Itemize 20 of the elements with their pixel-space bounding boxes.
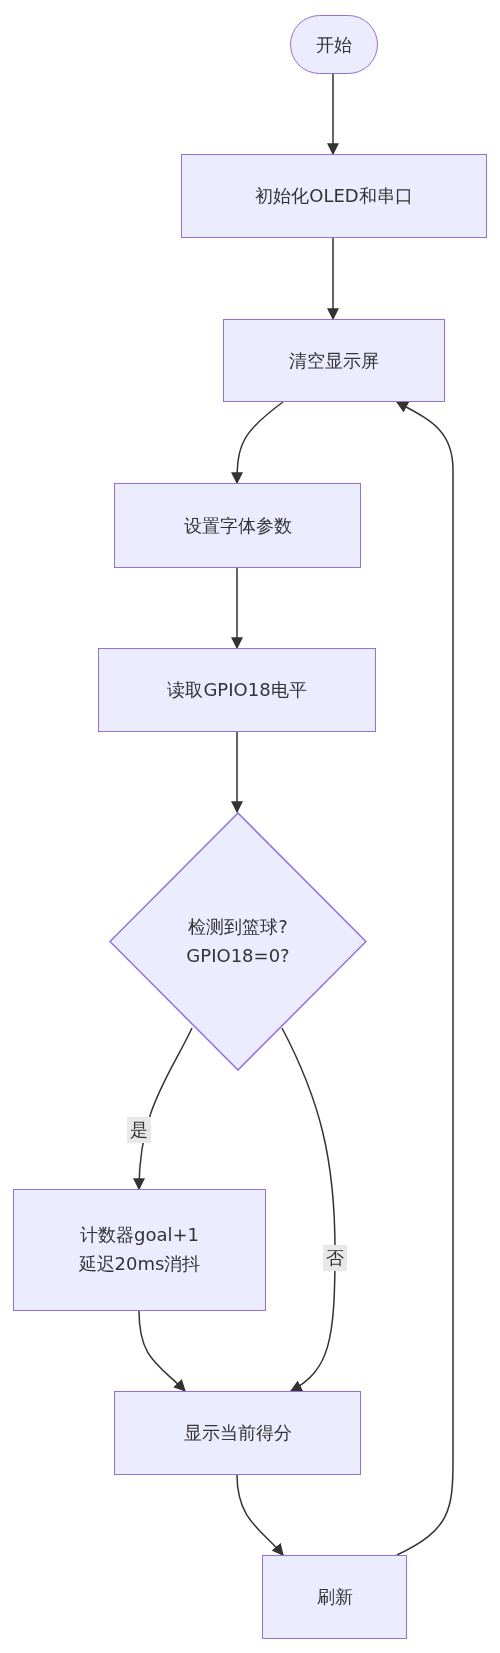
process-box: 初始化OLED和串口 [181,154,487,238]
arrow [138,1310,186,1392]
process-box: 读取GPIO18电平 [98,648,376,732]
arrow [395,401,454,1556]
arrow [281,1027,336,1392]
process-box: 清空显示屏 [223,319,445,402]
edge-label: 是 [127,1117,151,1143]
arrow [231,567,243,650]
process-box: 刷新 [262,1555,407,1639]
arrow [327,237,339,321]
edge-label: 否 [323,1245,347,1271]
decision-label: 检测到篮球? GPIO18=0? [185,914,291,968]
arrow [236,1474,284,1556]
process-box: 显示当前得分 [114,1391,361,1475]
process-box: 设置字体参数 [114,483,361,568]
arrow [231,731,243,814]
arrow [231,401,284,485]
start-terminal: 开始 [290,15,378,74]
arrow [327,73,339,156]
process-box: 计数器goal+1 延迟20ms消抖 [13,1189,266,1311]
